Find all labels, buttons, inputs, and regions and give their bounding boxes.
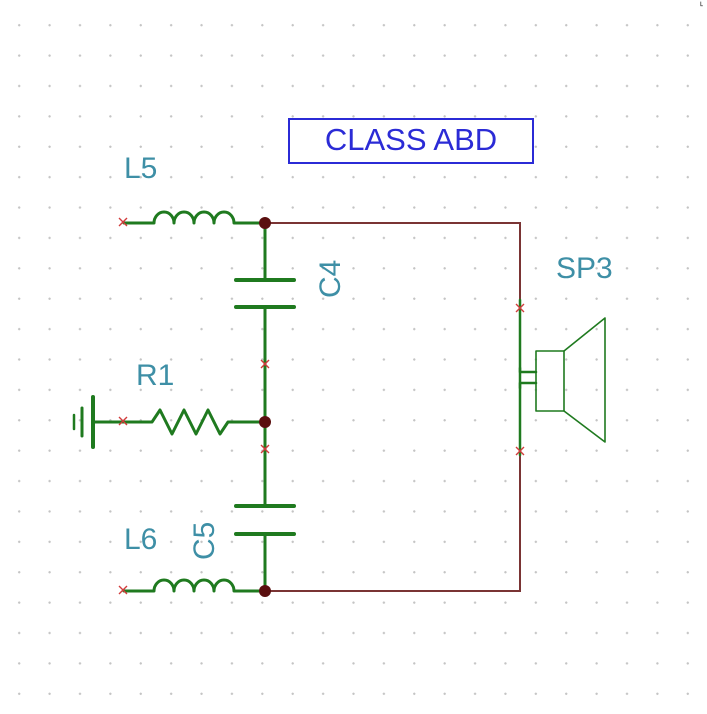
- title-box[interactable]: CLASS ABD: [288, 118, 534, 164]
- speaker-sp3-cone: [563, 317, 606, 443]
- junction-bottom: [259, 585, 271, 597]
- junctions: [259, 217, 271, 597]
- capacitor-c4-label: C4: [314, 260, 347, 298]
- resistor-r1-label: R1: [136, 359, 174, 392]
- ground-icon: [72, 395, 126, 449]
- wires: [265, 222, 521, 592]
- speaker-sp3-lead-bottom: [518, 381, 538, 457]
- pin-marker-sp3-bottom: [515, 446, 525, 456]
- speaker-sp3-label: SP3: [556, 252, 613, 285]
- resistor-r1-zigzag: [122, 408, 267, 436]
- speaker-sp3-magnet: [535, 350, 565, 412]
- inductor-l6-coil: [122, 578, 267, 593]
- junction-middle: [259, 416, 271, 428]
- capacitor-c5-label: C5: [188, 522, 221, 560]
- wire-bottom[interactable]: [265, 455, 521, 592]
- capacitor-c5[interactable]: C5: [188, 448, 296, 593]
- title-box-frame: [288, 118, 534, 164]
- inductor-l5-label: L5: [124, 152, 157, 185]
- pin-marker-c5-top: [260, 444, 270, 454]
- inductor-l6-label: L6: [124, 523, 157, 556]
- speaker-sp3[interactable]: SP3: [518, 252, 613, 457]
- junction-top: [259, 217, 271, 229]
- capacitor-c4[interactable]: C4: [234, 221, 347, 367]
- pin-marker-c4-bottom: [260, 359, 270, 369]
- pin-markers: [118, 217, 525, 595]
- inductor-l5-coil: [122, 210, 267, 225]
- resistor-r1[interactable]: R1: [122, 359, 267, 436]
- pin-marker-r1: [118, 416, 128, 426]
- wire-top[interactable]: [265, 222, 521, 300]
- pin-marker-l5: [118, 217, 128, 227]
- inductor-l6[interactable]: L6: [122, 523, 267, 593]
- title-box-text: CLASS ABD: [325, 122, 497, 157]
- corner-mark: ˪: [700, 0, 703, 9]
- pin-marker-sp3-top: [515, 303, 525, 313]
- pin-marker-l6: [118, 585, 128, 595]
- inductor-l5[interactable]: L5: [122, 152, 267, 225]
